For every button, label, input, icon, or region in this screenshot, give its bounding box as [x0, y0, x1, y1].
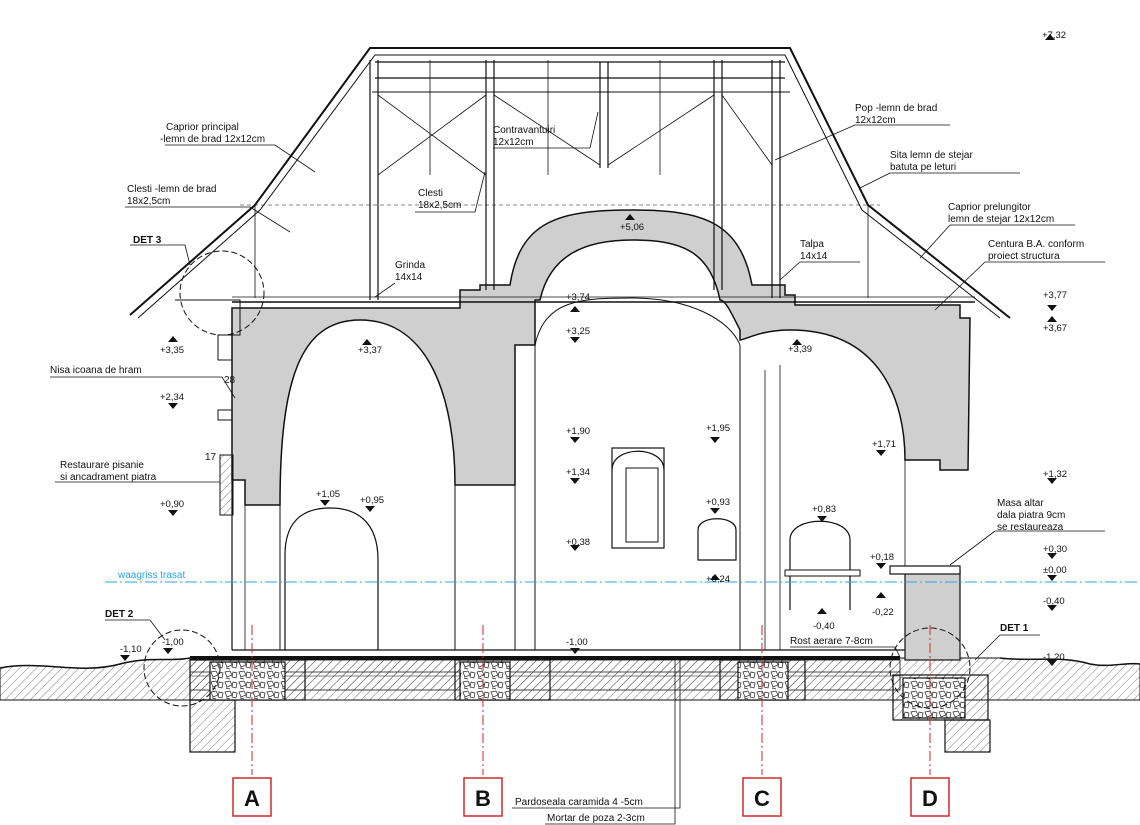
axis-b: B: [475, 786, 491, 811]
level-134: +1,34: [566, 467, 590, 478]
level-018: +0,18: [870, 552, 894, 563]
level-022: -0,22: [872, 607, 894, 618]
annotations: Caprior principal -lemn de brad 12x12cm …: [50, 103, 1084, 824]
label-grinda-1: Grinda: [395, 260, 425, 271]
label-clesti-brad-1: Clesti -lemn de brad: [127, 184, 216, 195]
label-contravantuiri-1: Contravantuiri: [493, 125, 555, 136]
label-caprior-prel-1: Caprior prelungitor: [948, 202, 1031, 213]
label-centura-2: proiect structura: [988, 251, 1060, 262]
label-restaurare-2: si ancadrament piatra: [60, 472, 157, 483]
level-093: +0,93: [706, 497, 730, 508]
level-337: +3,37: [358, 345, 382, 356]
label-sita-1: Sita lemn de stejar: [890, 150, 973, 161]
label-det1: DET 1: [1000, 623, 1029, 634]
label-pop-2: 12x12cm: [855, 115, 896, 126]
level-377: +3,77: [1043, 290, 1067, 301]
label-masa-1: Masa altar: [997, 498, 1044, 509]
label-talpa-2: 14x14: [800, 251, 828, 262]
label-mortar: Mortar de poza 2-3cm: [547, 813, 645, 824]
label-det3: DET 3: [133, 235, 162, 246]
label-nisa: Nisa icoana de hram: [50, 365, 142, 376]
axis-a: A: [244, 786, 260, 811]
level-100a: -1,00: [566, 637, 588, 648]
level-367: +3,67: [1043, 323, 1067, 334]
level-171: +1,71: [872, 439, 896, 450]
level-110: -1,10: [120, 644, 142, 655]
level-120: -1,20: [1043, 652, 1065, 663]
masonry-section: [175, 209, 971, 661]
label-rost: Rost aerare 7-8cm: [790, 636, 873, 647]
label-dim-28: 28: [224, 375, 236, 386]
level-339: +3,39: [788, 344, 812, 355]
level-000: ±0,00: [1043, 565, 1067, 576]
level-markers: [120, 34, 1057, 666]
label-pardoseala: Pardoseala caramida 4 -5cm: [515, 797, 643, 808]
level-234: +2,34: [160, 392, 184, 403]
label-centura-1: Centura B.A. conform: [988, 239, 1084, 250]
level-195: +1,95: [706, 423, 730, 434]
axis-c: C: [754, 786, 770, 811]
label-pop-1: Pop -lemn de brad: [855, 103, 937, 114]
detail-circles: [143, 250, 971, 709]
level-values: +7,32 +5,06 +3,74 +3,25 +3,35 +3,37 +3,3…: [120, 30, 1067, 663]
label-contravantuiri-2: 12x12cm: [493, 137, 534, 148]
level-732: +7,32: [1042, 30, 1066, 41]
label-sita-2: batuta pe leturi: [890, 162, 956, 173]
label-waagriss: waagriss trasat: [117, 570, 185, 581]
level-040b: -0,40: [813, 621, 835, 632]
label-det2: DET 2: [105, 609, 134, 620]
level-105: +1,05: [316, 489, 340, 500]
label-restaurare-1: Restaurare pisanie: [60, 460, 144, 471]
grid-axes: [251, 625, 931, 775]
label-dim-17: 17: [205, 452, 217, 463]
label-caprior-principal-1: Caprior principal: [166, 122, 239, 133]
grid-labels: A B C D: [232, 777, 950, 817]
level-132: +1,32: [1043, 469, 1067, 480]
label-clesti-brad-2: 18x2,5cm: [127, 196, 170, 207]
label-grinda-2: 14x14: [395, 272, 423, 283]
level-030: +0,30: [1043, 544, 1067, 555]
level-190: +1,90: [566, 426, 590, 437]
level-325: +3,25: [566, 326, 590, 337]
label-caprior-prel-2: lemn de stejar 12x12cm: [948, 214, 1054, 225]
level-024: +0,24: [706, 574, 730, 585]
level-374: +3,74: [566, 292, 590, 303]
label-caprior-principal-2: -lemn de brad 12x12cm: [160, 134, 265, 145]
level-095: +0,95: [360, 495, 384, 506]
label-clesti-1: Clesti: [418, 188, 443, 199]
label-masa-3: se restaureaza: [997, 522, 1064, 533]
level-506: +5,06: [620, 222, 644, 233]
level-100b: -1,00: [162, 637, 184, 648]
leader-lines: [50, 111, 1105, 825]
axis-d: D: [922, 786, 938, 811]
level-038: +0,38: [566, 537, 590, 548]
roof-structure: [129, 47, 1011, 319]
level-083: +0,83: [812, 504, 836, 515]
label-clesti-2: 18x2,5cm: [418, 200, 461, 211]
foundations: [189, 659, 991, 753]
level-040a: -0,40: [1043, 596, 1065, 607]
level-335: +3,35: [160, 345, 184, 356]
label-talpa-1: Talpa: [800, 239, 824, 250]
label-masa-2: dala piatra 9cm: [997, 510, 1065, 521]
level-090: +0,90: [160, 499, 184, 510]
